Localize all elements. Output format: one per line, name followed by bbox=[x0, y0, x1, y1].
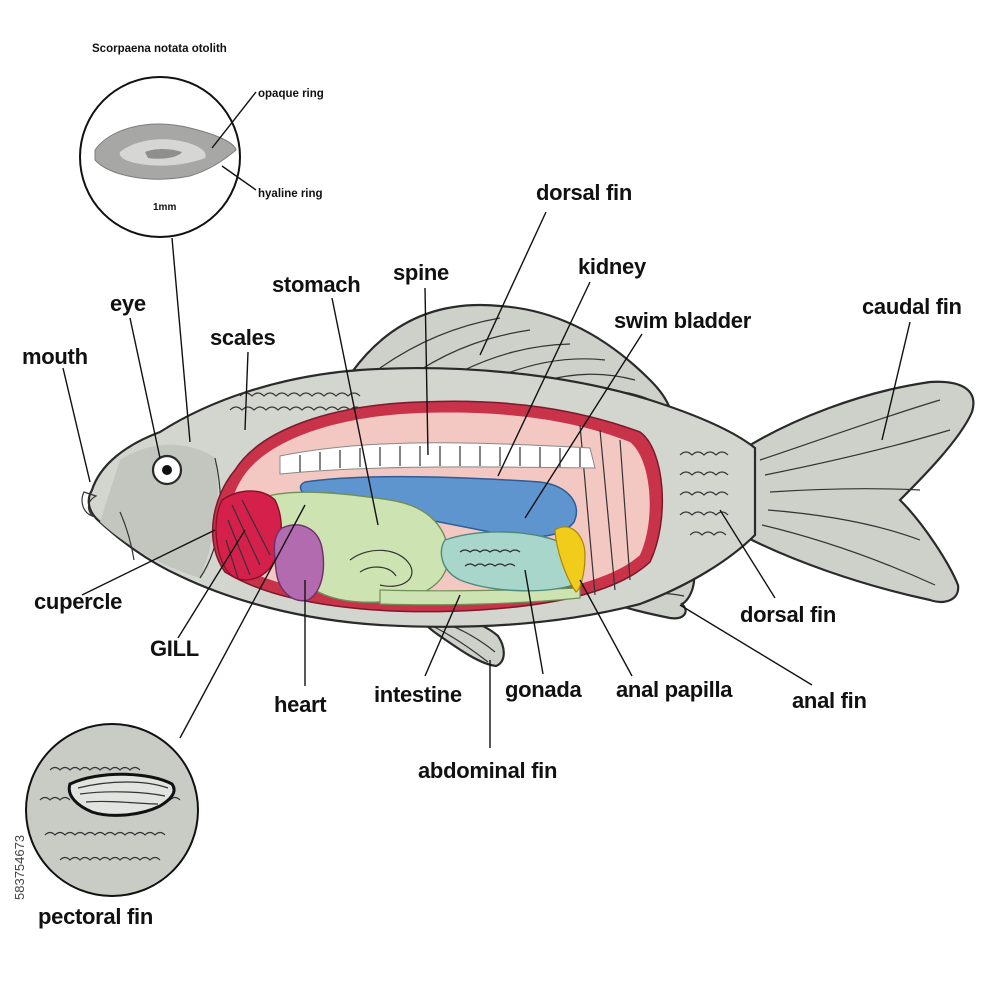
leader-lines bbox=[62, 211, 911, 748]
hyaline-ring-label: hyaline ring bbox=[258, 188, 323, 200]
label-scales: scales bbox=[210, 325, 276, 350]
label-intestine: intestine bbox=[374, 682, 462, 707]
spine bbox=[279, 442, 596, 475]
label-dorsal-fin-top: dorsal fin bbox=[536, 180, 632, 205]
opaque-ring-label: opaque ring bbox=[258, 88, 324, 100]
label-swim-bladder: swim bladder bbox=[614, 308, 752, 333]
label-spine: spine bbox=[393, 260, 449, 285]
label-eye: eye bbox=[110, 291, 146, 316]
label-anal-fin: anal fin bbox=[792, 688, 867, 713]
gill bbox=[215, 490, 283, 581]
stock-id-watermark: 583754673 bbox=[4, 760, 34, 900]
eye bbox=[151, 454, 183, 486]
label-stomach: stomach bbox=[272, 272, 360, 297]
label-kidney: kidney bbox=[578, 254, 647, 279]
label-caudal-fin: caudal fin bbox=[862, 294, 962, 319]
label-gonada: gonada bbox=[505, 677, 582, 702]
heart bbox=[273, 524, 325, 602]
stock-id-text: 583754673 bbox=[12, 834, 27, 900]
label-pectoral-fin: pectoral fin bbox=[38, 904, 153, 929]
label-mouth: mouth bbox=[22, 344, 88, 369]
otolith-inset: Scorpaena notata otolith opaque ring hya… bbox=[79, 43, 324, 238]
pectoral-fin-inset bbox=[25, 723, 199, 897]
label-gill: GILL bbox=[150, 636, 199, 661]
label-heart: heart bbox=[274, 692, 327, 717]
labels: mouth eye scales stomach spine dorsal fi… bbox=[22, 180, 962, 929]
gonad bbox=[440, 531, 583, 592]
label-anal-papilla: anal papilla bbox=[616, 677, 733, 702]
caudal-fin bbox=[740, 380, 975, 603]
otolith-title: Scorpaena notata otolith bbox=[92, 43, 227, 55]
label-dorsal-fin-low: dorsal fin bbox=[740, 602, 836, 627]
scale-bar-label: 1mm bbox=[153, 202, 176, 213]
label-cupercle: cupercle bbox=[34, 589, 122, 614]
label-abdominal-fin: abdominal fin bbox=[418, 758, 557, 783]
